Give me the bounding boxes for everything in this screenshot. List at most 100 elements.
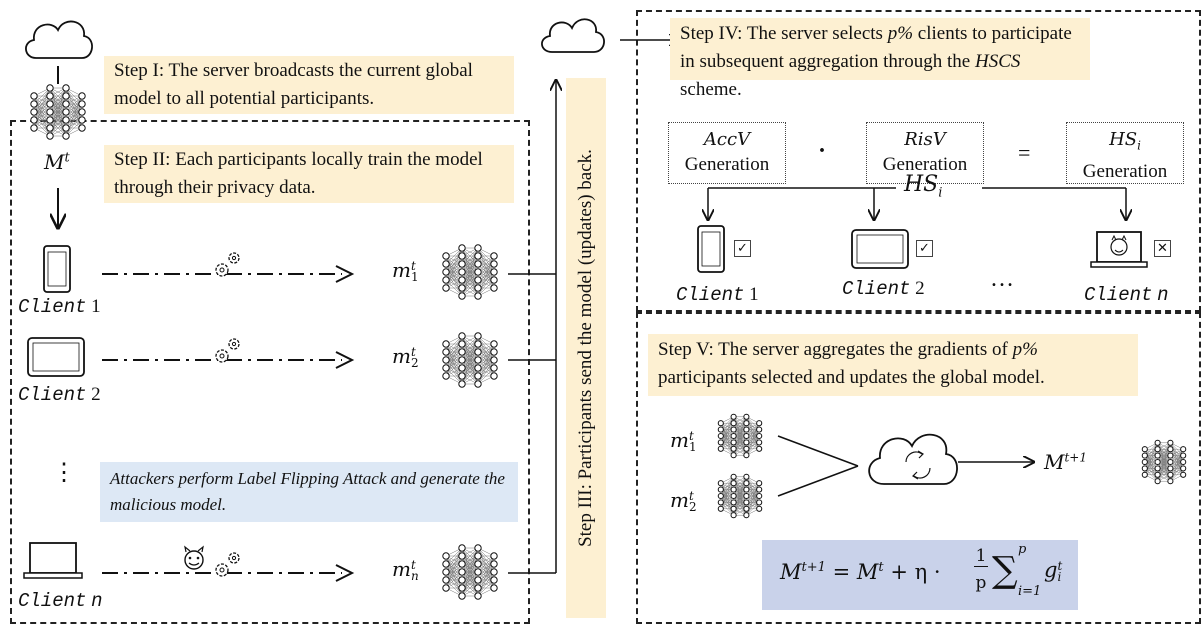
ai1-sup: t [688, 428, 694, 443]
lm2-sub: 2 [410, 355, 419, 370]
clients-region [10, 120, 530, 624]
f-sum-top: p [1018, 542, 1027, 557]
agg-output-nn-icon [1141, 439, 1187, 485]
f-m: M [856, 560, 879, 584]
phone-icon-1 [43, 245, 71, 293]
lm1-base: m [392, 258, 411, 282]
hs-branch-base: HS [904, 172, 939, 197]
lmn-base: m [392, 557, 411, 581]
step5-note: Step V: The server aggregates the gradie… [648, 334, 1138, 396]
ai1-base: m [670, 428, 689, 452]
phone-icon-selected-1 [697, 225, 725, 273]
gear-icon-2 [215, 338, 240, 363]
aggregation-cloud-icon [868, 433, 958, 485]
agg-input-nn-icon-2 [717, 473, 763, 519]
gm-sup: t [64, 150, 70, 166]
f-lhs: M [780, 560, 802, 584]
ai2-sup: t [688, 488, 694, 503]
client-n-name: Client [18, 590, 87, 612]
gm-base: M [44, 150, 65, 174]
f-g-sub: i [1057, 569, 1062, 584]
step2-note: Step II: Each participants locally train… [104, 145, 514, 203]
attack-note: Attackers perform Label Flipping Attack … [100, 462, 518, 522]
ao-sup: t+1 [1064, 450, 1087, 465]
hs-top: HSi [1067, 127, 1183, 159]
train-arrow-2 [335, 351, 355, 369]
selected-client-label-n: Client n [1084, 284, 1169, 306]
global-model-label: Mt [44, 150, 70, 174]
agg-input-nn-icon-1 [717, 413, 763, 459]
step4-scheme: HSCS [974, 51, 1021, 72]
step4-mid: clients to participate in subsequent agg… [680, 23, 1072, 72]
scn-index: n [1157, 284, 1169, 306]
ai2-base: m [670, 488, 689, 512]
f-g-sup: t [1057, 558, 1063, 573]
f-eq: = [832, 560, 851, 584]
tablet-icon-selected-2 [851, 229, 909, 269]
risv-top: RisV [904, 129, 946, 150]
step3-text: Step III: Participants send the model (u… [575, 149, 596, 547]
server-cloud-icon-2 [541, 18, 605, 53]
f-sum-bot: i=1 [1018, 584, 1042, 599]
f-lhs-sup: t+1 [801, 560, 826, 575]
step5-suffix: participants selected and updates the gl… [658, 367, 1045, 388]
client-label-n: Client n [18, 590, 103, 612]
selected-check-1: ✓ [734, 240, 751, 257]
step5-p: p% [1012, 339, 1038, 360]
selected-check-2: ✓ [916, 240, 933, 257]
local-model-nn-icon-n [442, 544, 498, 600]
client-label-1: Client 1 [18, 296, 101, 318]
rejected-cross-n: ✕ [1154, 240, 1171, 257]
sc2-name: Client [842, 278, 911, 300]
accv-top: AccV [703, 129, 751, 150]
step4-note: Step IV: The server selects p% clients t… [670, 18, 1090, 100]
hs-top-base: HS [1109, 129, 1138, 150]
lmn-sub: n [410, 568, 419, 583]
hs-bottom: Generation [1082, 160, 1168, 182]
agg-line-2 [777, 465, 859, 497]
laptop-icon-n [23, 542, 83, 579]
sc1-index: 1 [749, 284, 759, 305]
formula-fraction: 1 p [974, 546, 988, 593]
client-1-index: 1 [91, 296, 101, 317]
equals-operator: = [1018, 140, 1031, 165]
vertical-ellipsis: ⋮ [52, 460, 76, 486]
laptop-icon-selected-n [1090, 231, 1148, 268]
hs-branch-sub: i [938, 185, 943, 201]
scn-name: Client [1084, 284, 1153, 306]
global-model-nn-icon [30, 84, 86, 140]
risv-bottom: Generation [882, 154, 968, 175]
multiply-operator: · [818, 138, 827, 164]
step4-p: p% [887, 23, 914, 44]
step4-prefix: Step IV: The server selects [680, 23, 888, 44]
ai1-sub: 1 [688, 439, 697, 454]
gear-icon-1 [215, 252, 240, 277]
lm1-sub: 1 [410, 269, 419, 284]
sc1-name: Client [676, 284, 745, 306]
client-2-name: Client [18, 384, 87, 406]
client-n-index: n [91, 590, 103, 612]
step3-note: Step III: Participants send the model (u… [566, 78, 606, 618]
lm2-base: m [392, 344, 411, 368]
server-cloud-icon [25, 20, 93, 59]
selected-client-label-2: Client 2 [842, 278, 925, 300]
f-plus-eta: + η · [890, 560, 941, 584]
train-arrow-1 [335, 265, 355, 283]
risv-generation-box: RisV Generation [866, 122, 984, 184]
local-model-nn-icon-2 [442, 332, 498, 388]
aggregation-region [636, 312, 1201, 624]
lm1-sup: t [410, 258, 416, 273]
sc2-index: 2 [915, 278, 925, 299]
accv-bottom: Generation [684, 154, 770, 175]
ao-base: M [1044, 450, 1065, 474]
train-arrow-n [335, 564, 355, 582]
f-num: 1 [974, 546, 988, 567]
client-label-2: Client 2 [18, 384, 101, 406]
local-model-nn-icon-1 [442, 244, 498, 300]
